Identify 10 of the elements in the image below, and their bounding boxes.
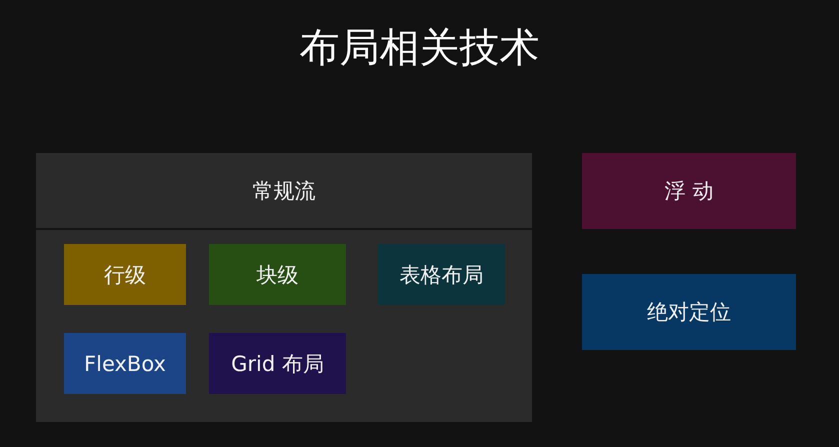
- title: 布局相关技术: [298, 24, 540, 73]
- layout-box: 浮 动: [582, 153, 796, 229]
- layout-box: 块级: [209, 244, 346, 305]
- layout-box: 行级: [64, 244, 186, 305]
- layout-box: FlexBox: [64, 333, 186, 394]
- layout-box: 表格布局: [378, 244, 505, 305]
- panel: [36, 153, 532, 422]
- panel-heading: 常规流: [252, 178, 316, 205]
- layout-box: Grid 布局: [209, 333, 346, 394]
- layout-box: 绝对定位: [582, 274, 796, 350]
